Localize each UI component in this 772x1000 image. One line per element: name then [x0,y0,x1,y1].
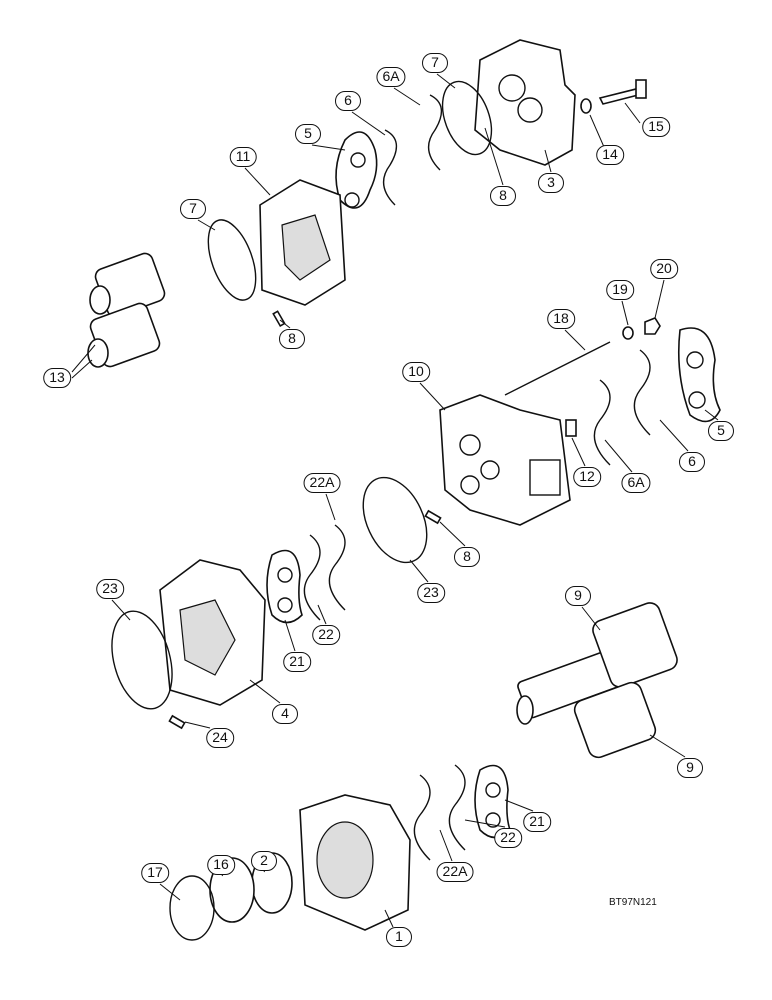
plate-part-21-mid [266,549,303,624]
ring-part-17 [169,875,215,941]
nut-part-20 [644,317,661,335]
callout-13: 13 [43,368,71,388]
shaft-gears-part-9 [516,602,678,759]
seal-part-22-mid [303,534,321,621]
seal-part-6-top [382,129,398,206]
callout-9: 9 [565,586,591,606]
callout-2: 2 [251,851,277,871]
seal-part-7-top [441,80,493,156]
figure-code: BT97N121 [609,897,657,908]
callout-23: 23 [96,579,124,599]
seal-part-22-lower [448,764,466,851]
flange-part-1 [299,794,411,931]
seal-part-22A-lower [413,774,431,861]
seal-part-7-left [207,219,257,301]
leader-lines [71,73,719,928]
pin-part-8-lower [424,509,442,525]
callout-7: 7 [180,199,206,219]
callout-24: 24 [206,728,234,748]
callout-6a: 6A [621,473,651,493]
callout-6: 6 [335,91,361,111]
fitting-part-12 [565,419,577,437]
housing-part-11 [259,179,346,306]
callout-8: 8 [279,329,305,349]
gears-part-13 [87,252,166,368]
callout-5: 5 [708,421,734,441]
seal-part-23-mid [362,476,428,564]
callout-11: 11 [229,147,257,167]
washer-part-19 [622,326,634,340]
plate-part-5-top [335,131,378,209]
callout-22a: 22A [436,862,474,882]
callout-8: 8 [454,547,480,567]
callout-9: 9 [677,758,703,778]
seal-part-6A-top [427,94,443,171]
stud-part-18 [504,341,611,396]
callout-3: 3 [538,173,564,193]
callout-14: 14 [596,145,624,165]
housing-part-10 [439,394,571,526]
callout-22: 22 [312,625,340,645]
callout-12: 12 [573,467,601,487]
washer-part-14 [580,98,592,114]
seal-part-6A-mid [593,379,611,466]
callout-8: 8 [490,186,516,206]
callout-6: 6 [679,452,705,472]
pin-part-8-mid [272,310,286,328]
callout-1: 1 [386,927,412,947]
callout-22: 22 [494,828,522,848]
end-cover-part-3 [474,39,576,166]
callout-16: 16 [207,855,235,875]
callout-4: 4 [272,704,298,724]
callout-5: 5 [295,124,321,144]
callout-18: 18 [547,309,575,329]
callout-20: 20 [650,259,678,279]
seal-part-23-left [111,610,173,710]
callout-21: 21 [283,652,311,672]
callout-21: 21 [523,812,551,832]
housing-part-4 [159,559,266,706]
seal-part-22A-mid [328,524,346,611]
callout-6a: 6A [376,67,406,87]
bolt-part-15 [598,79,647,105]
plate-part-5-right [678,327,721,423]
seal-part-6-mid [633,349,651,436]
callout-15: 15 [642,117,670,137]
callout-17: 17 [141,863,169,883]
callout-7: 7 [422,53,448,73]
callout-10: 10 [402,362,430,382]
callout-19: 19 [606,280,634,300]
plate-part-21-lower [474,764,511,839]
pin-part-24 [168,714,186,730]
callout-23: 23 [417,583,445,603]
callout-22a: 22A [303,473,341,493]
